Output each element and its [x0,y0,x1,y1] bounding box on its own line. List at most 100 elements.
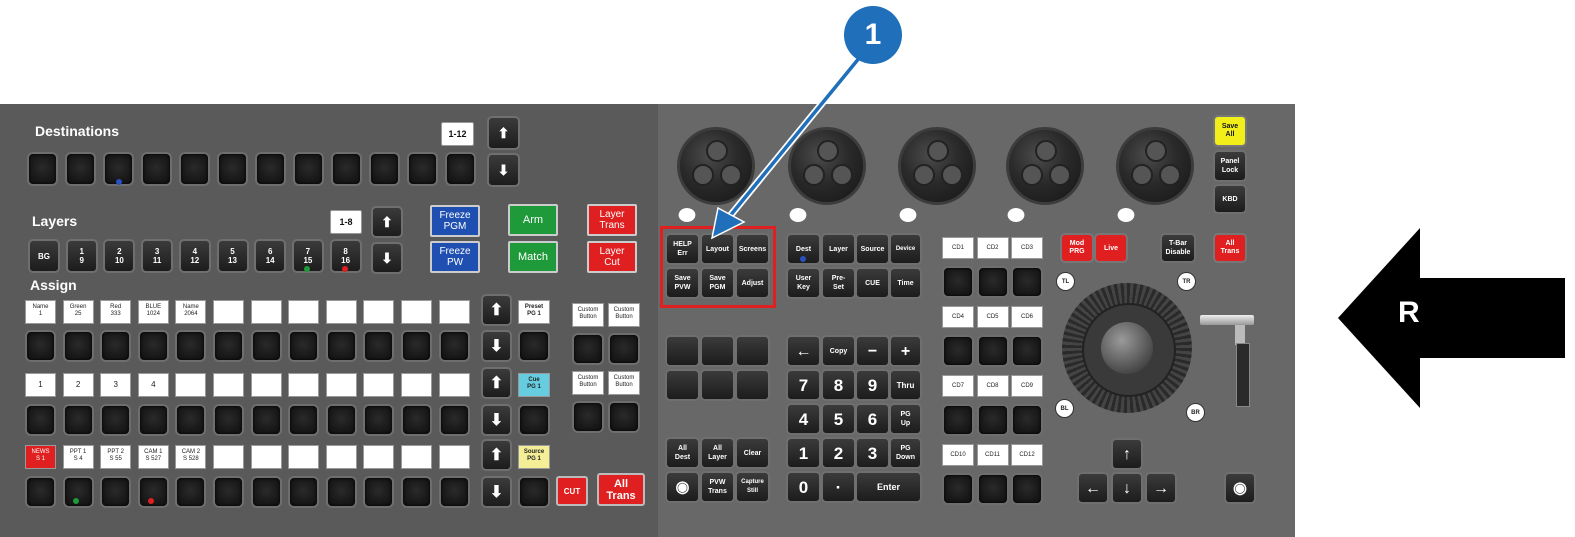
layer-button[interactable]: Layer [821,233,856,265]
assign-button[interactable] [363,476,395,508]
pg-up-button[interactable]: PG Up [889,403,922,435]
assign-button[interactable] [137,404,169,436]
destination-button[interactable] [141,152,172,186]
cue-button[interactable] [976,266,1009,298]
custom-button[interactable] [572,333,604,365]
blank-button[interactable] [735,335,770,367]
layer-cut-button[interactable]: Layer Cut [587,241,637,273]
layer-button[interactable]: 2 10 [103,239,136,273]
save-pvw-button[interactable]: Save PVW [665,267,700,299]
save-pgm-button[interactable]: Save PGM [700,267,735,299]
custom-button[interactable] [572,401,604,433]
layer-trans-button[interactable]: Layer Trans [587,204,637,236]
cue-button[interactable] [1011,335,1043,367]
digit-button[interactable]: 0 [786,471,821,503]
digit-button[interactable]: · [821,471,856,503]
destinations-down-button[interactable]: ⬇ [487,153,520,187]
assign-button[interactable] [213,476,244,508]
blank-button[interactable] [700,335,735,367]
digit-button[interactable]: 2 [821,437,856,469]
custom-button[interactable] [608,401,640,433]
destination-button[interactable] [331,152,362,186]
assign-button[interactable] [175,330,207,362]
assign-down-button[interactable]: ⬇ [481,330,512,362]
blank-button[interactable] [700,369,735,401]
assign-button[interactable] [438,476,470,508]
trackball[interactable] [1101,322,1153,374]
right-eye-icon[interactable]: ◉ [1224,472,1256,504]
assign-up-button[interactable]: ⬆ [481,294,512,326]
assign-button[interactable] [288,476,320,508]
custom-button[interactable] [608,333,640,365]
cue-button[interactable] [942,473,974,505]
assign-button[interactable] [137,476,169,508]
assign-button[interactable] [438,404,470,436]
help-button[interactable]: HELP Err [665,233,700,265]
destination-button[interactable] [407,152,438,186]
cue-button[interactable] [942,404,974,436]
assign-button[interactable] [137,330,169,362]
destination-button[interactable] [255,152,286,186]
assign-button[interactable] [175,404,207,436]
kbd-button[interactable]: KBD [1213,184,1247,214]
assign-button[interactable] [213,404,244,436]
freeze-pgm-button[interactable]: Freeze PGM [430,205,480,237]
assign-button[interactable] [401,476,432,508]
rotary-knob[interactable] [677,127,755,205]
assign-button[interactable] [25,476,56,508]
blank-button[interactable] [665,369,700,401]
tbar-handle[interactable] [1200,315,1254,325]
plus-button[interactable]: + [889,335,922,367]
digit-button[interactable]: 3 [855,437,890,469]
destination-button[interactable] [217,152,248,186]
all-trans-button[interactable]: All Trans [597,473,645,506]
minus-button[interactable]: − [855,335,890,367]
destination-button[interactable] [27,152,58,186]
live-button[interactable]: Live [1094,233,1128,263]
assign-button[interactable] [213,330,244,362]
pg-down-button[interactable]: PG Down [889,437,922,469]
rotary-knob[interactable] [1006,127,1084,205]
rotary-knob[interactable] [1116,127,1194,205]
assign-button[interactable] [250,404,282,436]
cue-button[interactable] [1011,473,1043,505]
source-assign-button[interactable] [518,476,550,508]
tbar-disable-button[interactable]: T-Bar Disable [1160,233,1196,263]
cue-button[interactable] [976,473,1009,505]
assign-button[interactable] [325,476,357,508]
assign-button[interactable] [100,330,132,362]
assign-button[interactable] [438,330,470,362]
assign-button[interactable] [401,330,432,362]
arm-button[interactable]: Arm [508,204,558,236]
assign-button[interactable] [100,404,132,436]
assign-button[interactable] [250,330,282,362]
assign-up-button[interactable]: ⬆ [481,367,512,399]
preset-button[interactable]: Pre- Set [821,267,856,299]
right-all-trans-button[interactable]: All Trans [1213,233,1247,263]
arrow-left-button[interactable]: ← [1077,472,1109,504]
capture-still-button[interactable]: Capture Still [735,471,770,503]
device-button[interactable]: Device [889,233,922,265]
save-all-button[interactable]: Save All [1213,115,1247,147]
destination-button[interactable] [293,152,324,186]
time-button[interactable]: Time [889,267,922,299]
digit-button[interactable]: 5 [821,403,856,435]
rotary-knob[interactable] [788,127,866,205]
cue-button[interactable] [976,404,1009,436]
match-button[interactable]: Match [508,241,558,273]
rotary-knob[interactable] [898,127,976,205]
blank-button[interactable] [735,369,770,401]
arrow-down-button[interactable]: ↓ [1111,472,1143,504]
layers-up-button[interactable]: ⬆ [371,206,403,238]
assign-button[interactable] [25,330,56,362]
preset-button[interactable] [518,330,550,362]
all-dest-button[interactable]: All Dest [665,437,700,469]
cue-button[interactable] [942,335,974,367]
cue-button[interactable] [1011,404,1043,436]
cue-button[interactable] [1011,266,1043,298]
destination-button[interactable] [179,152,210,186]
destination-button[interactable] [65,152,96,186]
assign-button[interactable] [100,476,132,508]
pvw-trans-button[interactable]: PVW Trans [700,471,735,503]
assign-button[interactable] [62,476,94,508]
